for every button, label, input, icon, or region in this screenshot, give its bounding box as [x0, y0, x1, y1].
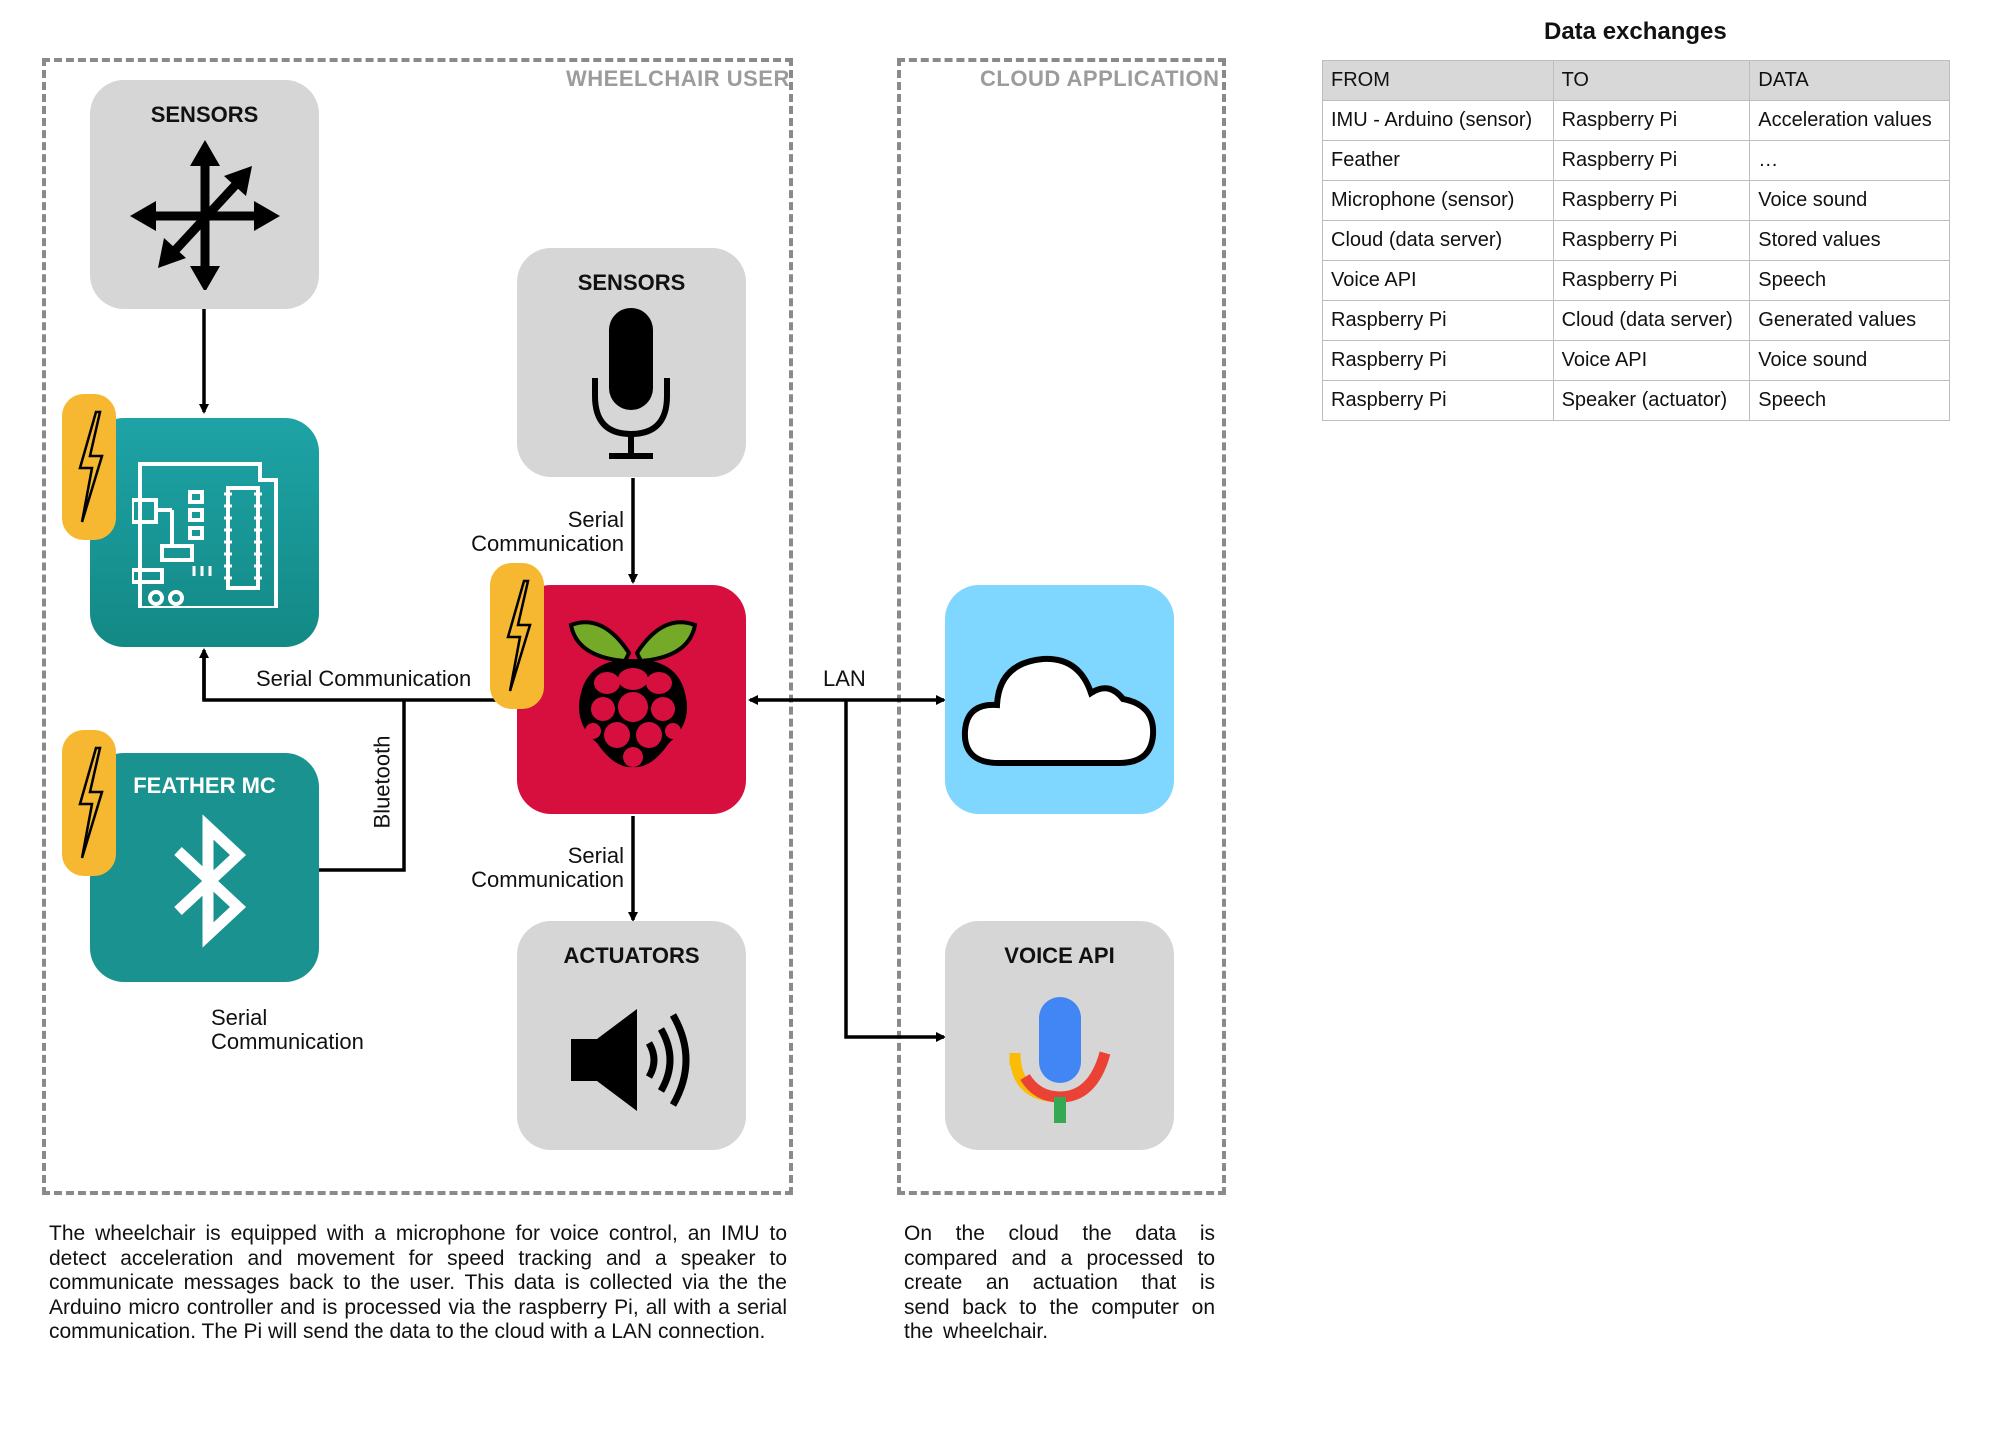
pi-to-actuators-label: Serial Communication [471, 843, 624, 892]
mic-to-pi-label: Serial Communication [471, 507, 624, 556]
table-cell: Voice sound [1749, 340, 1950, 381]
table-cell: Raspberry Pi [1322, 380, 1554, 421]
table-cell: Speech [1749, 380, 1950, 421]
voice-api-box: VOICE API [945, 921, 1174, 1150]
cloud-application-label: CLOUD APPLICATION [980, 66, 1220, 91]
table-cell: Raspberry Pi [1552, 220, 1751, 261]
feather-power-badge [62, 730, 116, 876]
cloud-box [945, 585, 1174, 814]
actuators-box: ACTUATORS [517, 921, 746, 1150]
bluetooth-line [318, 700, 406, 872]
cloud-description: On the cloud the data is compared and a … [904, 1222, 1215, 1343]
arduino-box [90, 418, 319, 647]
lan-to-voice-api-arrow [844, 700, 946, 1042]
wheelchair-user-zone [42, 58, 793, 1195]
arduino-to-pi-label: Serial Communication [256, 666, 472, 691]
table-title: Data exchanges [1544, 18, 1727, 45]
table-cell: Raspberry Pi [1322, 340, 1554, 381]
table-cell: Voice API [1322, 260, 1554, 301]
imu-sensors-title: SENSORS [150, 102, 259, 127]
column-header: DATA [1749, 60, 1950, 101]
feather-serial-label: Serial Communication [211, 1005, 364, 1054]
table-cell: IMU - Arduino (sensor) [1322, 100, 1554, 141]
table-cell: Voice sound [1749, 180, 1950, 221]
imu-sensors-box: SENSORS [90, 80, 319, 309]
speaker-icon [571, 1009, 690, 1111]
feather-box: FEATHER MC [90, 753, 319, 982]
pi-power-badge [490, 563, 544, 709]
actuators-title: ACTUATORS [563, 943, 700, 968]
data-exchanges-table: FROM TO DATA IMU - Arduino (sensor)Raspb… [1322, 60, 1950, 421]
wheelchair-description: The wheelchair is equipped with a microp… [49, 1222, 787, 1343]
table-cell: Cloud (data server) [1552, 300, 1751, 341]
table-cell: Speaker (actuator) [1552, 380, 1751, 421]
table-cell: Speech [1749, 260, 1950, 301]
table-header-row: FROM TO DATA [1322, 60, 1950, 101]
move-arrows-icon [130, 140, 280, 290]
google-mic-icon [1009, 997, 1111, 1123]
table-cell: Raspberry Pi [1552, 260, 1751, 301]
lan-label: LAN [823, 666, 866, 691]
cloud-application-zone [897, 58, 1226, 1195]
table-cell: … [1749, 140, 1950, 181]
table-cell: Feather [1322, 140, 1554, 181]
table-cell: Generated values [1749, 300, 1950, 341]
table-cell: Cloud (data server) [1322, 220, 1554, 261]
arduino-power-badge [62, 394, 116, 540]
table-cell: Raspberry Pi [1552, 180, 1751, 221]
cloud-icon [961, 655, 1157, 766]
circuit-board-icon [132, 462, 278, 608]
column-header: TO [1552, 60, 1751, 101]
table-cell: Raspberry Pi [1322, 300, 1554, 341]
bluetooth-label: Bluetooth [369, 735, 395, 829]
mic-sensors-title: SENSORS [577, 270, 686, 295]
table-cell: Acceleration values [1749, 100, 1950, 141]
raspberry-pi-logo-icon [568, 620, 698, 768]
table-cell: Stored values [1749, 220, 1950, 261]
table-cell: Raspberry Pi [1552, 140, 1751, 181]
lightning-icon [506, 579, 532, 692]
bluetooth-icon [174, 814, 247, 948]
table-cell: Raspberry Pi [1552, 100, 1751, 141]
raspberry-pi-box [517, 585, 746, 814]
table-cell: Microphone (sensor) [1322, 180, 1554, 221]
lightning-icon [78, 410, 104, 523]
table-cell: Voice API [1552, 340, 1751, 381]
column-header: FROM [1322, 60, 1554, 101]
lightning-icon [78, 746, 104, 859]
voice-api-title: VOICE API [1004, 943, 1115, 968]
mic-sensors-box: SENSORS [517, 248, 746, 477]
wheelchair-user-label: WHEELCHAIR USER [566, 66, 790, 91]
microphone-icon [592, 308, 670, 459]
feather-title: FEATHER MC [133, 773, 276, 798]
